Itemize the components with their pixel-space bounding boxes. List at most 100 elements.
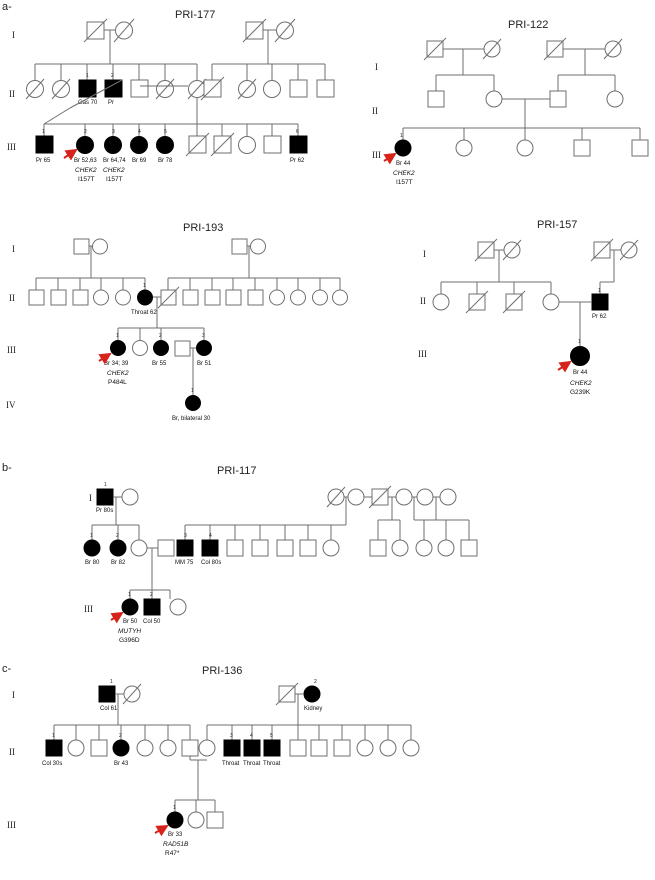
proband-arrow [154,824,169,837]
unaffected-male [289,739,307,757]
generation-label: III [84,604,93,614]
affected-male [98,685,116,703]
unaffected-male [73,238,90,255]
unaffected-male [310,739,328,757]
pedigree-title: PRI-117 [217,465,257,477]
gene-label: MUTYH [118,628,141,635]
unaffected-female [92,238,108,255]
affected-female [196,340,212,356]
unaffected-female [347,488,365,506]
diagnosis-label: Pr [108,100,114,106]
generation-label: I [12,30,15,40]
affected-female [104,136,122,154]
unaffected-female [415,539,433,557]
generation-label: II [9,89,15,99]
individual-number: 2 [116,533,119,539]
individual-number: 3 [202,333,205,339]
unaffected-female [187,811,205,829]
diagnosis-label: Br 50 [123,619,138,625]
variant-label: P484L [108,379,127,386]
individual-number: 1 [578,339,581,345]
generation-label: I [12,690,15,700]
unaffected-female [391,539,409,557]
gene-label: CHEK2 [103,167,125,174]
generation-label: I [423,249,426,259]
diagnosis-label: Br 52,63 [74,158,97,164]
pedigree-pri117: PRI-117 I II III 1 Pr 80s 1 Br 80 2 Br 8… [83,465,478,644]
generation-label: II [420,296,426,306]
affected-male [243,739,261,757]
unaffected-female [312,289,328,306]
affected-male [78,79,97,98]
unaffected-female [439,488,457,506]
proband-arrow [557,360,572,373]
generation-label: III [418,349,427,359]
individual-number: 1 [110,679,113,685]
unaffected-female [290,289,306,306]
affected-male [104,79,123,98]
unaffected-male [72,289,89,306]
individual-number: 5 [270,733,273,739]
proband-arrow [383,152,397,165]
unaffected-female [437,539,455,557]
pedigree-pri157: PRI-157 I II III 1 Pr 62 1 [418,219,639,396]
unaffected-male [251,539,269,557]
affected-female [109,539,127,557]
unaffected-female [159,739,177,757]
individual-number: 1 [90,533,93,539]
pedigree-title: PRI-136 [202,665,242,677]
pedigree-title: PRI-122 [508,19,548,31]
unaffected-female [395,488,413,506]
diagnosis-label: Gas 70 [78,100,98,106]
unaffected-male [174,340,191,357]
unaffected-female [455,139,473,157]
unaffected-male [369,539,387,557]
diagnosis-label: Throat [222,761,240,767]
unaffected-female [402,739,420,757]
unaffected-male [130,79,149,98]
unaffected-female [356,739,374,757]
individual-number: 6 [296,129,299,135]
proband-affected-female [76,136,94,154]
unaffected-female [130,539,148,557]
individual-number: 1 [143,283,146,289]
unaffected-female [115,289,131,306]
pedigree-pri136: PRI-136 I II III 1 Col 61 2 Kidney [7,665,420,857]
diagnosis-label: Pr 80s [96,508,113,514]
diagnosis-label: Br 55 [152,361,167,367]
diagnosis-label: Col 30s [42,761,62,767]
unaffected-female [169,598,187,616]
unaffected-female [516,139,534,157]
unaffected-male [28,289,45,306]
unaffected-female [132,340,148,356]
affected-female [112,739,130,757]
generation-label: II [9,293,15,303]
section-label-b: b- [2,462,12,474]
individual-number: 3 [230,733,233,739]
pedigree-pri122: PRI-122 I II III 1 [372,19,649,186]
affected-female [83,539,101,557]
generation-label: II [372,106,378,116]
diagnosis-label: Col 50 [143,619,161,625]
unaffected-male [316,79,335,98]
individual-number: 1 [42,129,45,135]
diagnosis-label: Br 82 [111,560,126,566]
unaffected-male [276,539,294,557]
unaffected-female [136,739,154,757]
affected-male [176,539,194,557]
diagnosis-label: Br, bilateral 30 [172,416,211,422]
affected-male [263,739,281,757]
individual-number: 2 [150,592,153,598]
affected-male [35,135,54,154]
unaffected-male [225,289,242,306]
unaffected-female [238,136,256,154]
pedigree-pri193: PRI-193 I II III IV [6,222,348,422]
diagnosis-label: Br 44 [396,161,411,167]
unaffected-female [542,293,560,311]
individual-number: 1 [400,133,403,139]
diagnosis-label: Br 44 [573,370,588,376]
unaffected-female [332,289,348,306]
unaffected-female [432,293,450,311]
unaffected-female [485,90,503,108]
diagnosis-label: Throat [243,761,261,767]
